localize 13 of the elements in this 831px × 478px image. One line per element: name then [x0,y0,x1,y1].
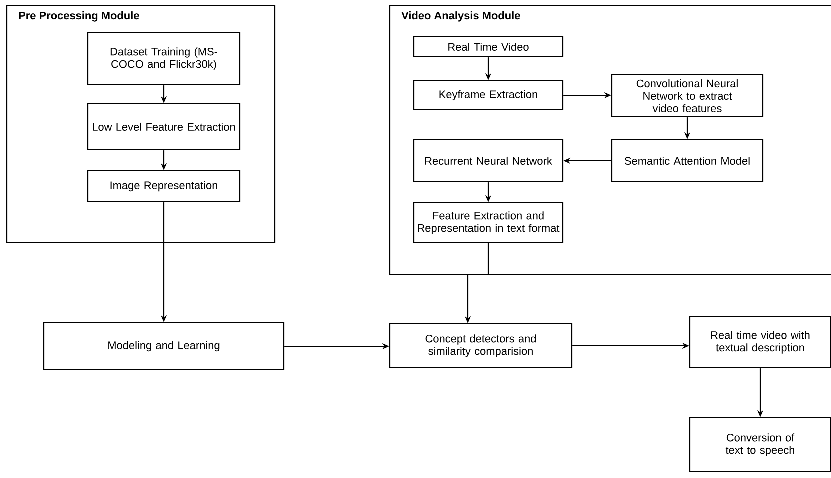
process-box: Concept detectors and similarity comparision [389,323,573,369]
process-box: Modeling and Learning [43,322,285,371]
process-box: Feature Extraction and Representation in text format [413,202,564,244]
process-box: Keyframe Extraction [413,80,564,111]
process-box: Real time video with textual description [689,316,831,369]
process-box: Dataset Training (MS-COCO and Flickr30k) [87,32,241,86]
process-box: Convolutional Neural Network to extract video features [611,74,764,118]
process-box: Low Level Feature Extraction [87,103,241,151]
process-box: Conversion of text to speech [689,417,831,473]
process-box: Image Representation [87,170,241,203]
process-box: Semantic Attention Model [611,139,764,183]
process-box: Recurrent Neural Network [413,139,564,183]
process-box: Real Time Video [413,36,564,58]
